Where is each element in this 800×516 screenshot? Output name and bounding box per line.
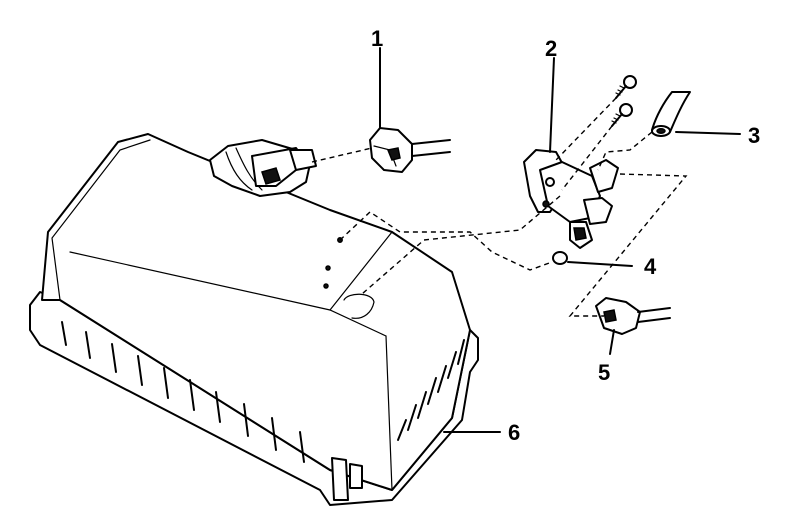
- callout-5: 5: [598, 360, 610, 385]
- connector-5: [595, 297, 671, 335]
- mounting-tab: [331, 457, 349, 501]
- valve-port: [343, 293, 375, 319]
- screw-lower: [611, 103, 633, 127]
- housing-side-ribs: [397, 339, 465, 441]
- connector-1: [369, 127, 451, 173]
- o-ring: [552, 251, 568, 265]
- assembly-guide-lines: [311, 97, 688, 317]
- callout-labels: 1 2 3 4 5 6: [371, 26, 760, 445]
- air-filter-housing-cover: [29, 133, 479, 506]
- callout-2: 2: [545, 36, 557, 61]
- callout-4: 4: [644, 254, 657, 279]
- leader-lines: [379, 47, 741, 433]
- housing-ribs: [61, 321, 305, 463]
- callout-1: 1: [371, 26, 383, 51]
- housing-sensor: [209, 139, 317, 197]
- purge-valve: [523, 149, 619, 249]
- callout-3: 3: [748, 123, 760, 148]
- screw-upper: [615, 75, 637, 99]
- callout-6: 6: [508, 420, 520, 445]
- vacuum-hose: [651, 91, 691, 137]
